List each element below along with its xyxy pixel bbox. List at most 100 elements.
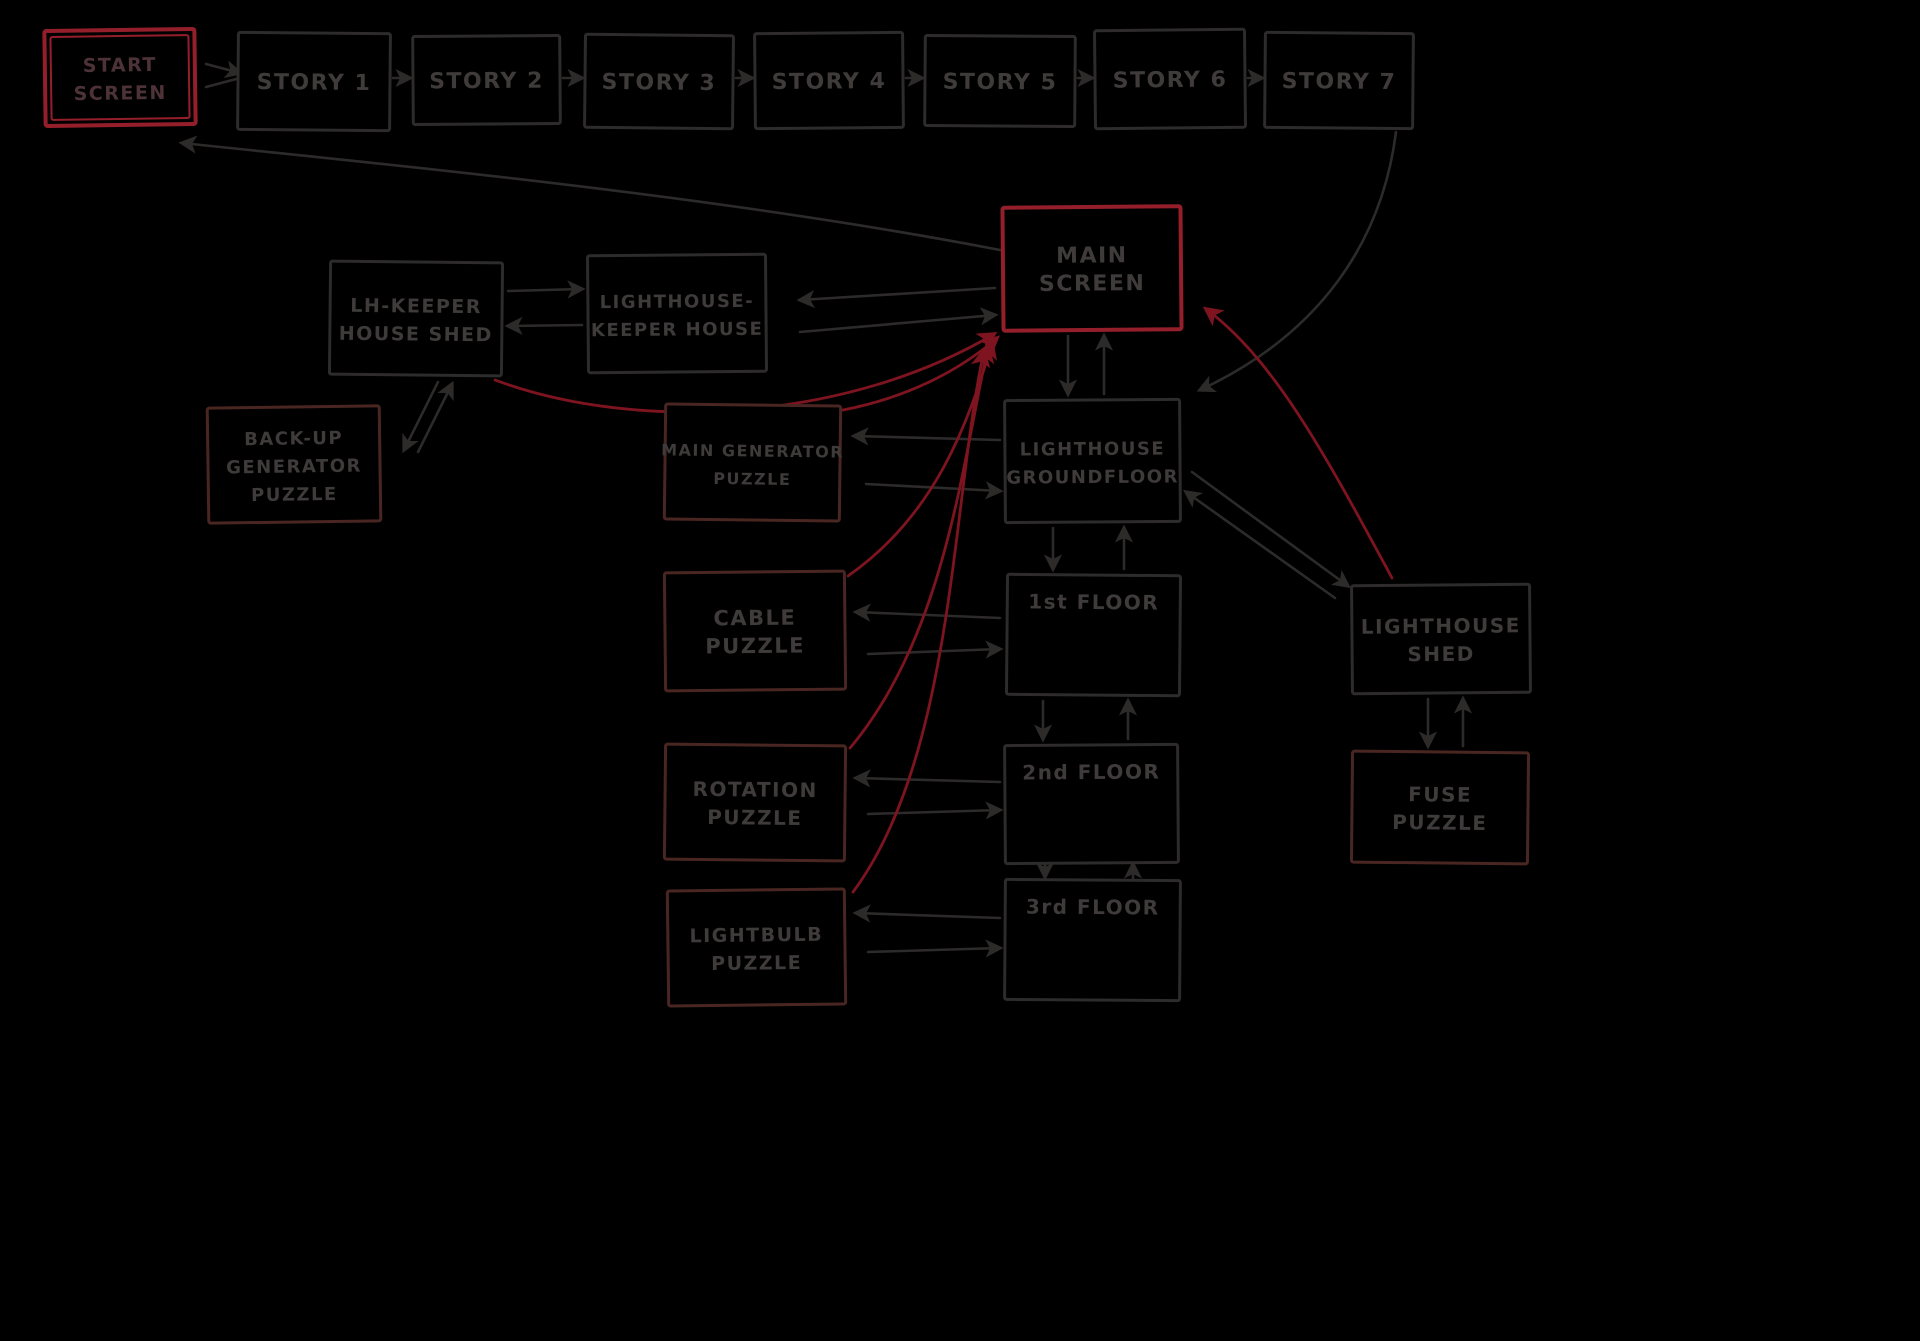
edge-keeper-house-to-keeper-shed [504,316,584,335]
node-label: PUZZLE [1392,810,1488,835]
node-box-inner [49,34,191,121]
edge-main-to-keeper-house [796,286,997,309]
node-box [1000,204,1184,333]
node-label: LH-KEEPER [350,295,482,318]
node-box [327,259,505,378]
node-label: LIGHTHOUSE- [600,291,755,313]
node-label: STORY 5 [943,70,1058,96]
edge-start-to-story1-b [204,76,242,89]
edge-lightbulb-to-third-floor [866,939,1004,958]
node-box [662,742,848,863]
node-lighthouse-groundfloor: LIGHTHOUSE GROUNDFLOOR [1003,397,1182,525]
node-box [662,569,848,693]
node-label: GROUNDFLOOR [1006,466,1179,488]
edge-keeper-shed-to-backup-gen [402,380,440,454]
node-box [1093,27,1247,131]
node-label: PUZZLE [707,805,803,830]
node-label: LIGHTHOUSE [1020,438,1166,460]
node-label: BACK-UP [244,428,343,450]
node-box [205,404,383,525]
node-story-5: STORY 5 [923,33,1077,129]
node-label: PUZZLE [711,952,802,975]
node-label: SCREEN [74,82,167,105]
node-box [1350,582,1532,696]
node-label: STORY 1 [257,70,372,96]
node-box [1003,397,1182,525]
node-label: STORY 4 [772,69,887,95]
node-label: SHED [1407,642,1475,667]
node-box [411,34,562,126]
node-second-floor: 2nd FLOOR [1003,742,1180,866]
node-label: CABLE [713,606,796,631]
node-label: MAIN GENERATOR [661,440,844,461]
node-lighthouse-shed: LIGHTHOUSE SHED [1350,582,1532,696]
node-box [42,26,198,129]
node-label: GENERATOR [226,456,362,479]
node-label: KEEPER HOUSE [591,319,764,342]
edge-groundfloor-to-main-gen [850,427,1002,446]
edge-keeper-shed-to-keeper-house [506,280,586,299]
node-box [923,33,1077,129]
edge-second-floor-to-rotation [852,769,1002,788]
node-box [1003,742,1180,866]
node-box [1263,30,1415,131]
node-fuse-puzzle: FUSE PUZZLE [1349,749,1531,866]
edge-first-floor-to-cable [852,603,1002,622]
node-story-1: STORY 1 [236,30,392,133]
edge-lightbulb-return-to-main [851,347,991,894]
node-start-screen: START SCREEN [42,26,198,129]
node-label: MAIN [1056,243,1128,269]
edge-lighthouse-shed-to-groundfloor [1183,489,1337,600]
node-label: PUZZLE [251,484,338,506]
node-box [583,32,735,131]
node-story-6: STORY 6 [1093,27,1247,131]
node-label: STORY 6 [1113,67,1228,93]
node-label: LIGHTBULB [689,924,823,948]
edge-lighthouse-shed-return-to-main [1202,306,1394,580]
node-label: 1st FLOOR [1028,589,1159,614]
node-box [586,252,768,375]
node-box [1003,877,1182,1003]
node-label: LIGHTHOUSE [1361,613,1521,638]
node-label: STORY 2 [429,69,544,95]
edge-story7-to-main-area [1196,130,1398,393]
node-box [236,30,392,133]
node-label: STORY 7 [1282,69,1397,95]
node-story-3: STORY 3 [583,32,735,131]
node-label: PUZZLE [705,633,805,658]
node-story-4: STORY 4 [753,30,905,131]
node-first-floor: 1st FLOOR [1004,572,1183,698]
node-label: FUSE [1408,782,1472,807]
node-label: START [83,54,157,77]
node-story-2: STORY 2 [411,34,562,126]
node-rotation-puzzle: ROTATION PUZZLE [662,742,848,863]
node-lightbulb-puzzle: LIGHTBULB PUZZLE [665,887,848,1008]
node-lighthouse-keeper-house: LIGHTHOUSE- KEEPER HOUSE [586,252,768,375]
node-backup-generator-puzzle: BACK-UP GENERATOR PUZZLE [205,404,383,525]
edge-third-floor-to-lightbulb [852,904,1002,923]
node-label: 3rd FLOOR [1026,895,1160,920]
node-box [1349,749,1531,866]
node-third-floor: 3rd FLOOR [1003,877,1182,1003]
edge-keeper-house-to-main [798,307,999,334]
node-box [753,30,905,131]
node-label: SCREEN [1039,271,1146,297]
edge-start-to-story1-a [204,60,244,79]
edge-main-to-start-screen [178,135,1002,252]
node-box [665,887,848,1008]
edge-cable-to-first-floor [866,640,1004,659]
node-label: ROTATION [692,777,817,802]
node-label: STORY 3 [602,70,717,96]
node-label: 2nd FLOOR [1022,760,1160,785]
edge-rotation-to-second-floor [866,801,1004,820]
edge-cable-return-to-main [846,339,997,578]
edge-rotation-return-to-main [848,343,995,750]
node-box [1004,572,1183,698]
edge-groundfloor-to-lighthouse-shed [1190,470,1351,589]
